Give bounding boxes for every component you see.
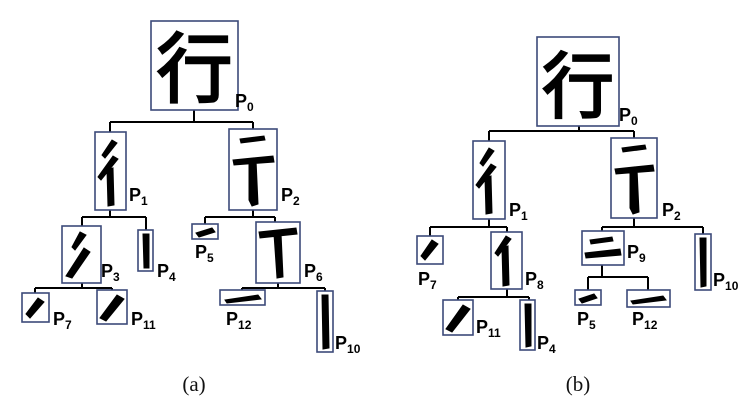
label-b-p2: P2	[662, 200, 681, 223]
stroke-b-p8-shape	[494, 235, 512, 287]
edge-b-p2-children	[601, 218, 704, 234]
node-a-p4: P4	[137, 229, 176, 284]
stroke-b-p5-shape	[578, 293, 598, 304]
node-b-p0: 行 P0	[536, 36, 638, 129]
stroke-a-p3-shape	[65, 231, 91, 279]
label-b-p11: P11	[476, 317, 501, 340]
label-b-p10: P10	[713, 270, 739, 293]
edge-a-p6-children	[241, 283, 326, 291]
stroke-a-p12-shape	[224, 294, 262, 304]
label-a-p1: P1	[129, 185, 148, 208]
node-b-p12: P12	[626, 289, 671, 332]
label-b-p1: P1	[509, 200, 528, 223]
label-a-p6: P6	[304, 261, 323, 284]
edge-a-p0-children	[109, 110, 254, 132]
label-a-p4: P4	[157, 261, 176, 284]
node-a-p6: P6	[255, 221, 323, 284]
edge-b-p0-children	[488, 126, 635, 141]
label-b-p0: P0	[619, 105, 638, 128]
node-a-p7: P7	[21, 292, 72, 332]
tree-a: 行 P0 P1 P2 P3 P4	[21, 20, 361, 396]
node-a-p3: P3	[61, 225, 120, 284]
stroke-a-p5-shape	[195, 227, 216, 238]
label-b-p4: P4	[537, 333, 556, 356]
tree-b: 行 P0 P1 P2 P7 P8	[416, 36, 739, 396]
caption-a: (a)	[182, 372, 205, 396]
stroke-a-p6-shape	[258, 227, 298, 279]
stroke-b-p7-shape	[420, 239, 439, 261]
stroke-a-p10-shape	[321, 294, 330, 350]
label-a-p3: P3	[101, 261, 120, 284]
node-a-p11: P11	[96, 289, 156, 332]
node-a-p1: P1	[94, 131, 148, 211]
node-b-p4: P4	[519, 299, 556, 356]
edge-b-p1-children	[429, 219, 508, 236]
stroke-b-p11-shape	[445, 304, 471, 333]
node-b-p0-character: 行	[542, 44, 614, 129]
node-b-p8: P8	[490, 231, 544, 292]
label-a-p12: P12	[226, 309, 252, 332]
edge-b-p9-children	[587, 265, 649, 290]
edge-b-p8-children	[457, 289, 530, 300]
edge-a-p2-children	[204, 210, 276, 224]
caption-b: (b)	[566, 372, 591, 396]
stroke-a-p4-shape	[142, 233, 150, 269]
stroke-b-p12-shape	[630, 295, 667, 305]
edge-a-p3-children	[34, 283, 113, 293]
stroke-b-p1-shape	[475, 147, 497, 215]
stroke-b-p10-shape	[699, 237, 707, 288]
stroke-b-p2-shape	[614, 144, 655, 215]
stroke-b-p9-shape	[584, 236, 622, 259]
node-b-p2: P2	[610, 137, 681, 223]
label-a-p11: P11	[131, 309, 156, 332]
stroke-a-p7-shape	[25, 297, 45, 319]
label-a-p5: P5	[195, 242, 214, 265]
label-a-p0: P0	[235, 91, 254, 114]
node-a-p0: 行 P0	[150, 20, 254, 114]
label-b-p9: P9	[627, 242, 646, 265]
stroke-a-p1-shape	[97, 139, 119, 207]
node-b-p10: P10	[694, 233, 739, 293]
node-a-p12: P12	[219, 289, 266, 332]
node-b-p1: P1	[472, 140, 528, 223]
label-a-p7: P7	[53, 309, 72, 332]
label-a-p10: P10	[335, 333, 361, 356]
node-a-p5: P5	[191, 223, 219, 265]
node-a-p2: P2	[228, 128, 300, 211]
stroke-b-p4-shape	[524, 303, 532, 348]
label-b-p8: P8	[525, 269, 544, 292]
label-b-p12: P12	[632, 309, 658, 332]
node-b-p11: P11	[442, 299, 501, 340]
label-b-p7: P7	[418, 269, 437, 292]
node-b-p7: P7	[416, 235, 444, 292]
node-b-p9: P9	[581, 230, 646, 266]
stroke-a-p2-shape	[232, 135, 275, 207]
node-b-p5: P5	[574, 289, 602, 332]
label-a-p2: P2	[281, 185, 300, 208]
edge-a-p1-children	[81, 210, 147, 230]
node-a-p10: P10	[316, 290, 361, 356]
stroke-a-p11-shape	[99, 294, 125, 322]
node-a-p0-character: 行	[157, 25, 233, 114]
label-b-p5: P5	[577, 309, 596, 332]
